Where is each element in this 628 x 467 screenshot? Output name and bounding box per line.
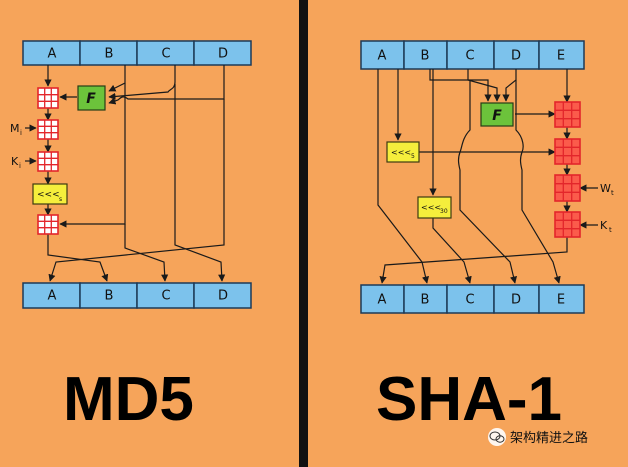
md5-panel: A B C D [10,40,252,434]
md5-adder-1 [37,87,59,109]
sha1-adder-1 [554,101,581,128]
sha1-rotate5-box [386,141,420,163]
sha1-w-sub: t [611,189,614,197]
wechat-icon [488,428,506,446]
sha1-top-register-c: C [465,49,474,64]
sha1-wiring [377,69,598,284]
watermark: 架构精进之路 [488,428,588,446]
md5-title: MD5 [63,365,194,434]
md5-adder-2 [37,119,59,140]
md5-top-register-b: B [105,47,114,62]
sha1-rotate30-sub: 30 [440,208,448,215]
sha1-bottom-register-e: E [557,293,565,308]
md5-rotate-box [32,183,68,205]
sha1-top-register-b: B [421,49,430,64]
sha1-adder-2 [554,138,581,165]
sha1-top-register-e: E [557,49,565,64]
sha1-k-sub: t [609,226,612,234]
md5-m-sub: i [20,129,22,137]
sha1-top-register-bar: A B C D E [360,40,585,70]
sha1-top-register-a: A [378,49,387,64]
sha1-rotate5-sub: 5 [411,153,415,160]
sha1-f-function-box [480,102,514,127]
md5-bottom-register-a: A [48,289,57,304]
sha1-title: SHA-1 [376,365,562,434]
md5-k-label: K [11,155,19,168]
md5-wiring [25,65,226,282]
md5-bottom-register-d: D [218,289,228,304]
md5-top-register-d: D [218,47,228,62]
md5-rotate-sub: s [59,196,62,203]
md5-top-register-a: A [48,47,57,62]
md5-bottom-register-bar: A B C D [22,282,252,309]
md5-f-label: F [86,91,96,107]
md5-m-label: M [10,122,20,135]
md5-bottom-register-c: C [161,289,170,304]
sha1-bottom-register-bar: A B C D E [360,284,585,314]
sha1-k-label: K [600,219,608,232]
sha1-adder-4 [554,211,581,238]
md5-adder-4 [37,214,59,235]
md5-k-sub: i [19,162,21,170]
sha1-top-register-d: D [511,49,521,64]
center-divider [299,0,308,467]
sha1-rotate5-label: <<< [391,148,411,157]
md5-adder-3 [37,151,59,172]
sha1-w-label: W [600,182,611,195]
sha1-bottom-register-b: B [421,293,430,308]
sha1-bottom-register-a: A [378,293,387,308]
sha1-rotate30-box [417,196,452,219]
md5-f-function-box [77,85,106,111]
md5-rotate-label: <<< [37,190,60,200]
watermark-text: 架构精进之路 [510,430,588,446]
md5-top-register-c: C [161,47,170,62]
sha1-panel: A B C D E [360,40,614,434]
md5-top-register-bar: A B C D [22,40,252,66]
sha1-bottom-register-c: C [465,293,474,308]
sha1-f-label: F [492,108,502,124]
sha1-bottom-register-d: D [511,293,521,308]
sha1-rotate30-label: <<< [421,203,441,212]
sha1-adder-3 [554,174,581,202]
md5-bottom-register-b: B [105,289,114,304]
